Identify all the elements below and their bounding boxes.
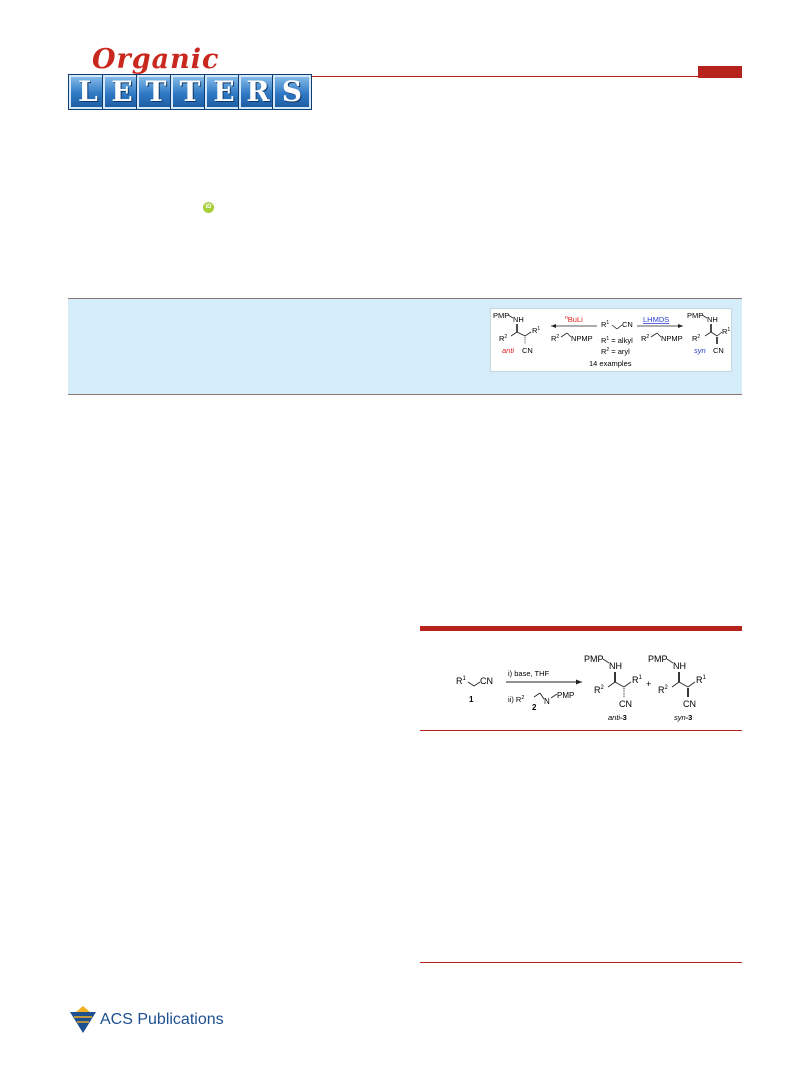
scheme-bond: [550, 693, 558, 699]
scheme-bond: [467, 681, 475, 687]
scheme-bond: [539, 692, 545, 700]
toc-syn-label: syn: [694, 346, 706, 355]
scheme-syn-cn: CN: [683, 699, 696, 709]
toc-right-cn: CN: [713, 346, 724, 355]
toc-left-imine-npmp: NPMP: [571, 334, 593, 343]
scheme-bond: [614, 681, 625, 688]
scheme-graphic: R1 CN 1 i) base, THF ii) R2 N PMP 2 PMP …: [420, 640, 742, 724]
header-tab: [698, 66, 742, 78]
logo-letter-box: T: [136, 74, 176, 110]
toc-graphic: PMP NH R1 R2 CN anti nBuLi R2 NPMP R1 CN…: [490, 308, 732, 372]
scheme-imine-n: N: [544, 697, 550, 706]
scheme-syn-nh: NH: [673, 661, 686, 671]
scheme-syn-r2: R2: [658, 685, 669, 695]
toc-bond: [566, 332, 572, 338]
scheme-bond: [623, 681, 632, 688]
scheme-anti-cn: CN: [619, 699, 632, 709]
toc-examples: 14 examples: [589, 359, 632, 368]
scheme-syn-pmp: PMP: [648, 654, 668, 664]
logo-script-word: Organic: [92, 44, 220, 75]
toc-bond: [710, 331, 718, 337]
toc-bond: [704, 331, 712, 337]
toc-bond: [524, 331, 532, 337]
journal-logo: L E T T E R S: [68, 50, 312, 110]
scheme-svg: R1 CN 1 i) base, THF ii) R2 N PMP 2 PMP …: [456, 654, 707, 722]
toc-left-cn: CN: [522, 346, 533, 355]
scheme-step-1: i) base, THF: [508, 669, 550, 678]
scheme-bond: [473, 681, 481, 687]
toc-left-reagent: nBuLi: [565, 315, 583, 324]
toc-right-r1: R1: [722, 327, 730, 336]
toc-right-imine: R2: [641, 334, 649, 343]
toc-center-r1: R1: [601, 320, 609, 329]
logo-letter-box: L: [68, 74, 108, 110]
toc-bond: [516, 331, 526, 337]
scheme-top-rule: [420, 626, 742, 631]
toc-left-r1: R1: [532, 326, 540, 335]
toc-center-cn: CN: [622, 320, 633, 329]
toc-right-reagent: LHMDS: [643, 315, 669, 324]
scheme-bond: [671, 681, 680, 688]
scheme-anti-r2: R2: [594, 685, 605, 695]
toc-left-imine: R2: [551, 334, 559, 343]
logo-letter-box: S: [272, 74, 312, 110]
scheme-compound-1: 1: [469, 695, 474, 704]
toc-bond: [611, 324, 618, 330]
acs-logo-icon: [70, 1006, 96, 1033]
scheme-anti-r1: R1: [632, 675, 643, 685]
scheme-syn-r1: R1: [696, 675, 707, 685]
toc-scheme-svg: PMP NH R1 R2 CN anti nBuLi R2 NPMP R1 CN…: [493, 311, 730, 368]
toc-condition-1: R1 = alkyl: [601, 336, 633, 345]
toc-left-nh: NH: [513, 315, 524, 324]
scheme-plus: +: [646, 679, 651, 689]
toc-right-nh: NH: [707, 315, 718, 324]
scheme-sm-r1: R1: [456, 676, 467, 686]
orcid-icon[interactable]: iD: [203, 202, 214, 213]
scheme-anti-3-label: anti-3: [608, 713, 627, 722]
scheme-bond: [666, 658, 674, 664]
acs-logo-top: [76, 1006, 90, 1012]
scheme-anti-pmp: PMP: [584, 654, 604, 664]
toc-right-r2: R2: [692, 334, 700, 343]
toc-bond: [650, 332, 658, 338]
header-rule: [312, 76, 742, 77]
scheme-sm-cn: CN: [480, 676, 493, 686]
toc-bond: [716, 331, 723, 337]
toc-anti-label: anti: [502, 346, 514, 355]
toc-right-pmp: PMP: [687, 311, 703, 320]
scheme-syn-3-label: syn-3: [674, 713, 692, 722]
toc-bond: [510, 331, 518, 337]
toc-right-imine-npmp: NPMP: [661, 334, 683, 343]
scheme-arrowhead: [576, 679, 582, 685]
scheme-bottom-rule: [420, 730, 742, 731]
scheme-bond: [607, 681, 616, 688]
scheme-anti-nh: NH: [609, 661, 622, 671]
toc-bond: [507, 314, 514, 319]
toc-arrowhead: [678, 324, 683, 328]
toc-condition-2: R2 = aryl: [601, 347, 630, 356]
scheme-imine-pmp: PMP: [557, 691, 574, 700]
toc-left-pmp: PMP: [493, 311, 509, 320]
footnote-rule: [420, 962, 742, 963]
toc-bond: [560, 332, 568, 338]
scheme-bond: [602, 658, 610, 664]
logo-letter-box: E: [204, 74, 244, 110]
scheme-bond: [687, 681, 696, 688]
scheme-bond: [533, 692, 541, 698]
scheme-bond: [678, 681, 689, 688]
toc-left-r2: R2: [499, 334, 507, 343]
toc-arrowhead: [551, 324, 556, 328]
toc-bond: [656, 332, 662, 338]
toc-bond: [616, 324, 623, 330]
scheme-compound-2: 2: [532, 703, 537, 712]
scheme-step-2: ii) R2: [508, 695, 524, 704]
logo-letter-box: E: [102, 74, 142, 110]
publisher-name[interactable]: ACS Publications: [100, 1011, 224, 1028]
toc-bond: [701, 314, 708, 319]
